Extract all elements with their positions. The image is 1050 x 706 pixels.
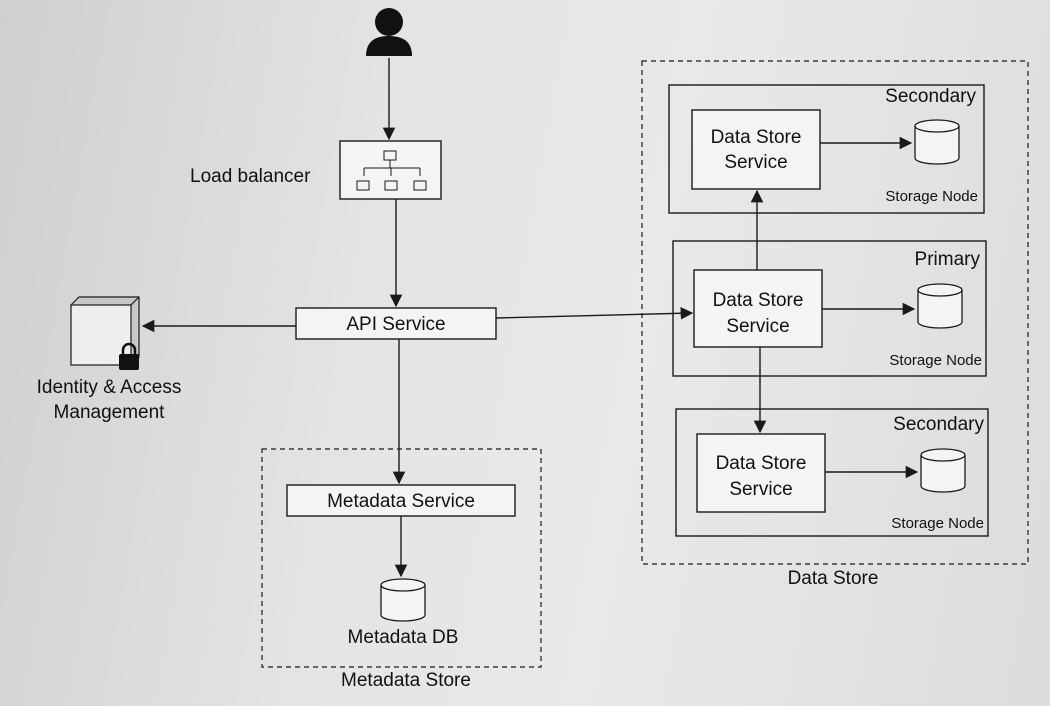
data-store-service-label-line2: Service [729,479,792,500]
data-store-service-box [696,433,826,513]
node-role-label: Secondary [885,86,976,107]
storage-node-label: Storage Node [885,188,978,205]
arrow-api-to-primary [495,306,694,320]
server-icon [70,296,140,366]
storage-node-label: Storage Node [889,352,982,369]
database-icon [920,448,966,493]
node-role-label: Secondary [893,414,984,435]
storage-node-primary: Primary Data Store Service Storage Node [672,240,987,377]
data-store-service-box [693,269,823,348]
data-store-service-label-line2: Service [726,316,789,337]
data-store-service-label-line2: Service [724,152,787,173]
data-store-service-box [691,109,821,190]
metadata-service-node: Metadata Service [286,484,516,517]
api-service-node: API Service [295,307,497,340]
metadata-store-label: Metadata Store [341,670,471,691]
network-icon [356,150,427,191]
data-store-boundary [641,60,1029,565]
data-store-label: Data Store [788,568,879,589]
iam-label-line1: Identity & Access [37,377,182,398]
data-store-service-label-line1: Data Store [716,453,807,474]
storage-node-secondary-top: Secondary Data Store Service Storage Nod… [668,84,985,214]
storage-node-secondary-bottom: Secondary Data Store Service Storage Nod… [675,408,989,537]
database-icon [380,578,426,622]
user-icon [366,8,412,56]
connectors [141,58,919,578]
data-store-service-label-line1: Data Store [711,127,802,148]
metadata-db-label: Metadata DB [348,627,459,648]
metadata-store-boundary [261,448,542,668]
storage-node-label: Storage Node [891,515,984,532]
node-role-label: Primary [915,249,981,270]
load-balancer-node [339,140,442,200]
iam-label-line2: Management [54,402,166,423]
load-balancer-label: Load balancer [190,166,311,187]
api-service-label: API Service [346,314,445,335]
database-icon [917,283,963,329]
data-store-service-label-line1: Data Store [713,290,804,311]
lock-icon [119,342,139,370]
metadata-service-label: Metadata Service [327,491,475,512]
database-icon [914,119,960,165]
